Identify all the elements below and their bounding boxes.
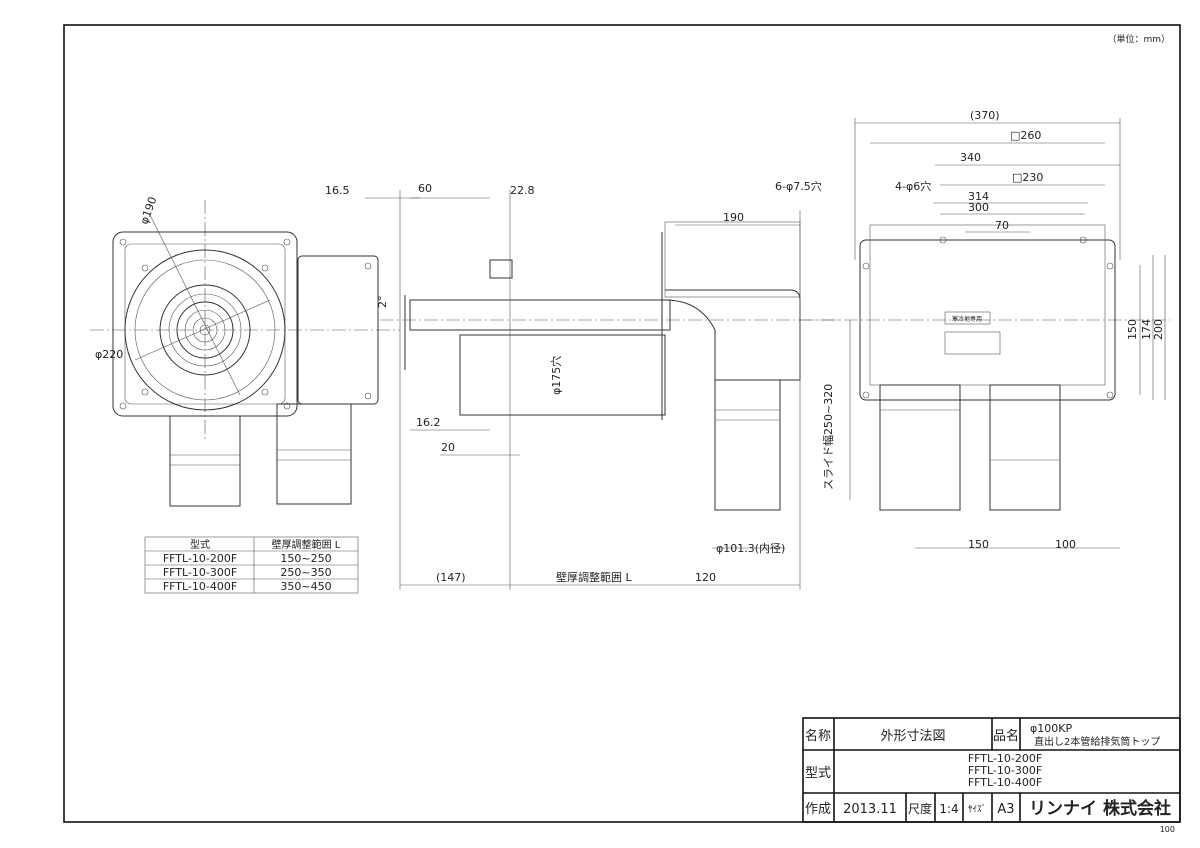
dim-phi101-3: φ101.3(内径) <box>716 541 785 555</box>
table-cell: 250~350 <box>280 566 331 579</box>
table-cell: FFTL-10-200F <box>163 552 237 565</box>
dim-16-2: 16.2 <box>416 416 441 429</box>
dim-150-h: 150 <box>1126 319 1139 340</box>
name-value: 外形寸法図 <box>880 729 945 744</box>
table-header-model: 型式 <box>190 538 210 551</box>
size-value: A3 <box>997 802 1014 817</box>
product-line1: φ100KP <box>1030 722 1072 735</box>
name-label: 名称 <box>805 728 831 744</box>
model-table: 型式 壁厚調整範囲 L FFTL-10-200F 150~250 FFTL-10… <box>144 536 359 594</box>
title-block: 名称 外形寸法図 品名 φ100KP 直出し2本管給排気筒トップ 型式 FFTL… <box>802 717 1181 823</box>
top-view: 寒冷地専用 (370) □260 340 6-φ7.5穴 4-φ6穴 □230 … <box>775 109 1170 551</box>
model-2: FFTL-10-300F <box>968 764 1042 777</box>
dim-300: 300 <box>968 201 989 214</box>
unit-note: （単位：mm） <box>1107 33 1170 45</box>
dim-2deg: 2° <box>376 296 389 309</box>
dim-70: 70 <box>995 219 1009 232</box>
size-label: ｻｲｽﾞ <box>968 804 986 815</box>
dim-phi190: φ190 <box>138 195 160 226</box>
dim-174: 174 <box>1140 319 1153 340</box>
created-value: 2013.11 <box>843 802 897 817</box>
dim-120: 120 <box>695 571 716 584</box>
table-cell: FFTL-10-300F <box>163 566 237 579</box>
dim-sq230: □230 <box>1012 171 1043 184</box>
dim-60: 60 <box>418 182 432 195</box>
dim-phi175-hole: φ175穴 <box>549 356 563 395</box>
dim-phi220: φ220 <box>95 348 123 361</box>
model-1: FFTL-10-200F <box>968 752 1042 765</box>
dim-370: (370) <box>970 109 1000 122</box>
dim-6-phi7-5-hole: 6-φ7.5穴 <box>775 179 822 193</box>
table-header-range: 壁厚調整範囲 L <box>272 538 341 551</box>
dim-22-8: 22.8 <box>510 184 535 197</box>
company-name: リンナイ 株式会社 <box>1029 798 1171 819</box>
dim-20: 20 <box>441 441 455 454</box>
scale-value: 1:4 <box>939 802 958 816</box>
dim-147: (147) <box>436 571 466 584</box>
table-cell: FFTL-10-400F <box>163 580 237 593</box>
dim-wall-range: 壁厚調整範囲 L <box>556 570 632 584</box>
dim-16-5: 16.5 <box>325 184 350 197</box>
page-number: 100 <box>1160 825 1175 834</box>
dim-314: 314 <box>968 190 989 203</box>
cold-region-label: 寒冷地専用 <box>952 315 982 323</box>
product-line2: 直出し2本管給排気筒トップ <box>1034 735 1160 748</box>
dim-sq260: □260 <box>1010 129 1041 142</box>
model-3: FFTL-10-400F <box>968 776 1042 789</box>
side-view: 16.5 60 22.8 190 2° φ175穴 16.2 20 φ101.3… <box>325 182 840 590</box>
model-label: 型式 <box>805 766 831 781</box>
dim-190: 190 <box>723 211 744 224</box>
front-view: φ190 φ220 <box>90 195 400 507</box>
scale-label: 尺度 <box>908 801 932 816</box>
dim-slide-width: スライド幅250~320 <box>822 384 835 490</box>
dim-200: 200 <box>1152 319 1165 340</box>
table-cell: 150~250 <box>280 552 331 565</box>
dim-100: 100 <box>1055 538 1076 551</box>
dim-4-phi6-hole: 4-φ6穴 <box>895 179 931 193</box>
dim-150-w: 150 <box>968 538 989 551</box>
created-label: 作成 <box>805 802 831 817</box>
product-label: 品名 <box>993 728 1019 744</box>
table-cell: 350~450 <box>280 580 331 593</box>
sheet-frame <box>63 24 1181 823</box>
dim-340: 340 <box>960 151 981 164</box>
